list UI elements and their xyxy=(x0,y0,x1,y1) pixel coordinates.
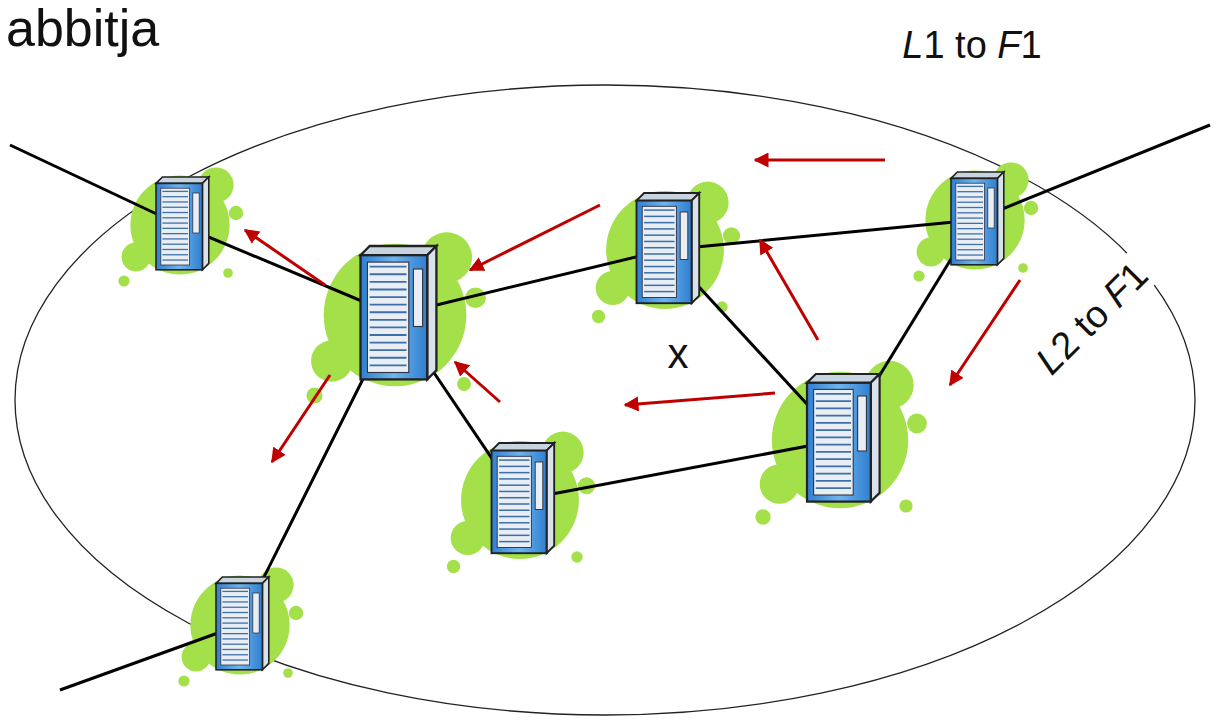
forwarding-arrow xyxy=(950,280,1020,385)
link-line xyxy=(60,625,240,690)
forwarding-arrow xyxy=(755,159,885,162)
forwarding-arrow xyxy=(272,375,330,462)
forwarding-arrows xyxy=(245,160,1020,462)
network-boundary xyxy=(15,85,1195,715)
router-icon xyxy=(637,193,700,303)
forwarding-arrow xyxy=(245,230,325,285)
router-icon xyxy=(156,177,209,270)
router-icon xyxy=(216,577,269,670)
link-line xyxy=(520,440,840,500)
forwarding-arrow xyxy=(470,205,600,270)
router-icon xyxy=(951,172,1004,265)
failure-mark: x xyxy=(664,331,693,377)
network-links xyxy=(10,125,1210,690)
forwarding-arrow xyxy=(455,362,500,402)
forwarding-arrow xyxy=(625,393,775,405)
slide-title: abbitja xyxy=(2,0,163,56)
routers xyxy=(156,172,1004,670)
flow-label: L2 to F1 xyxy=(1025,251,1159,385)
router-icon xyxy=(807,374,880,502)
link-line xyxy=(10,145,180,225)
router-highlights xyxy=(118,162,1038,686)
flow-label: L1 to F1 xyxy=(898,24,1045,66)
link-line xyxy=(975,125,1210,220)
forwarding-arrow xyxy=(760,240,818,340)
router-icon xyxy=(492,443,555,553)
link-line xyxy=(665,220,975,250)
router-icon xyxy=(361,246,437,379)
